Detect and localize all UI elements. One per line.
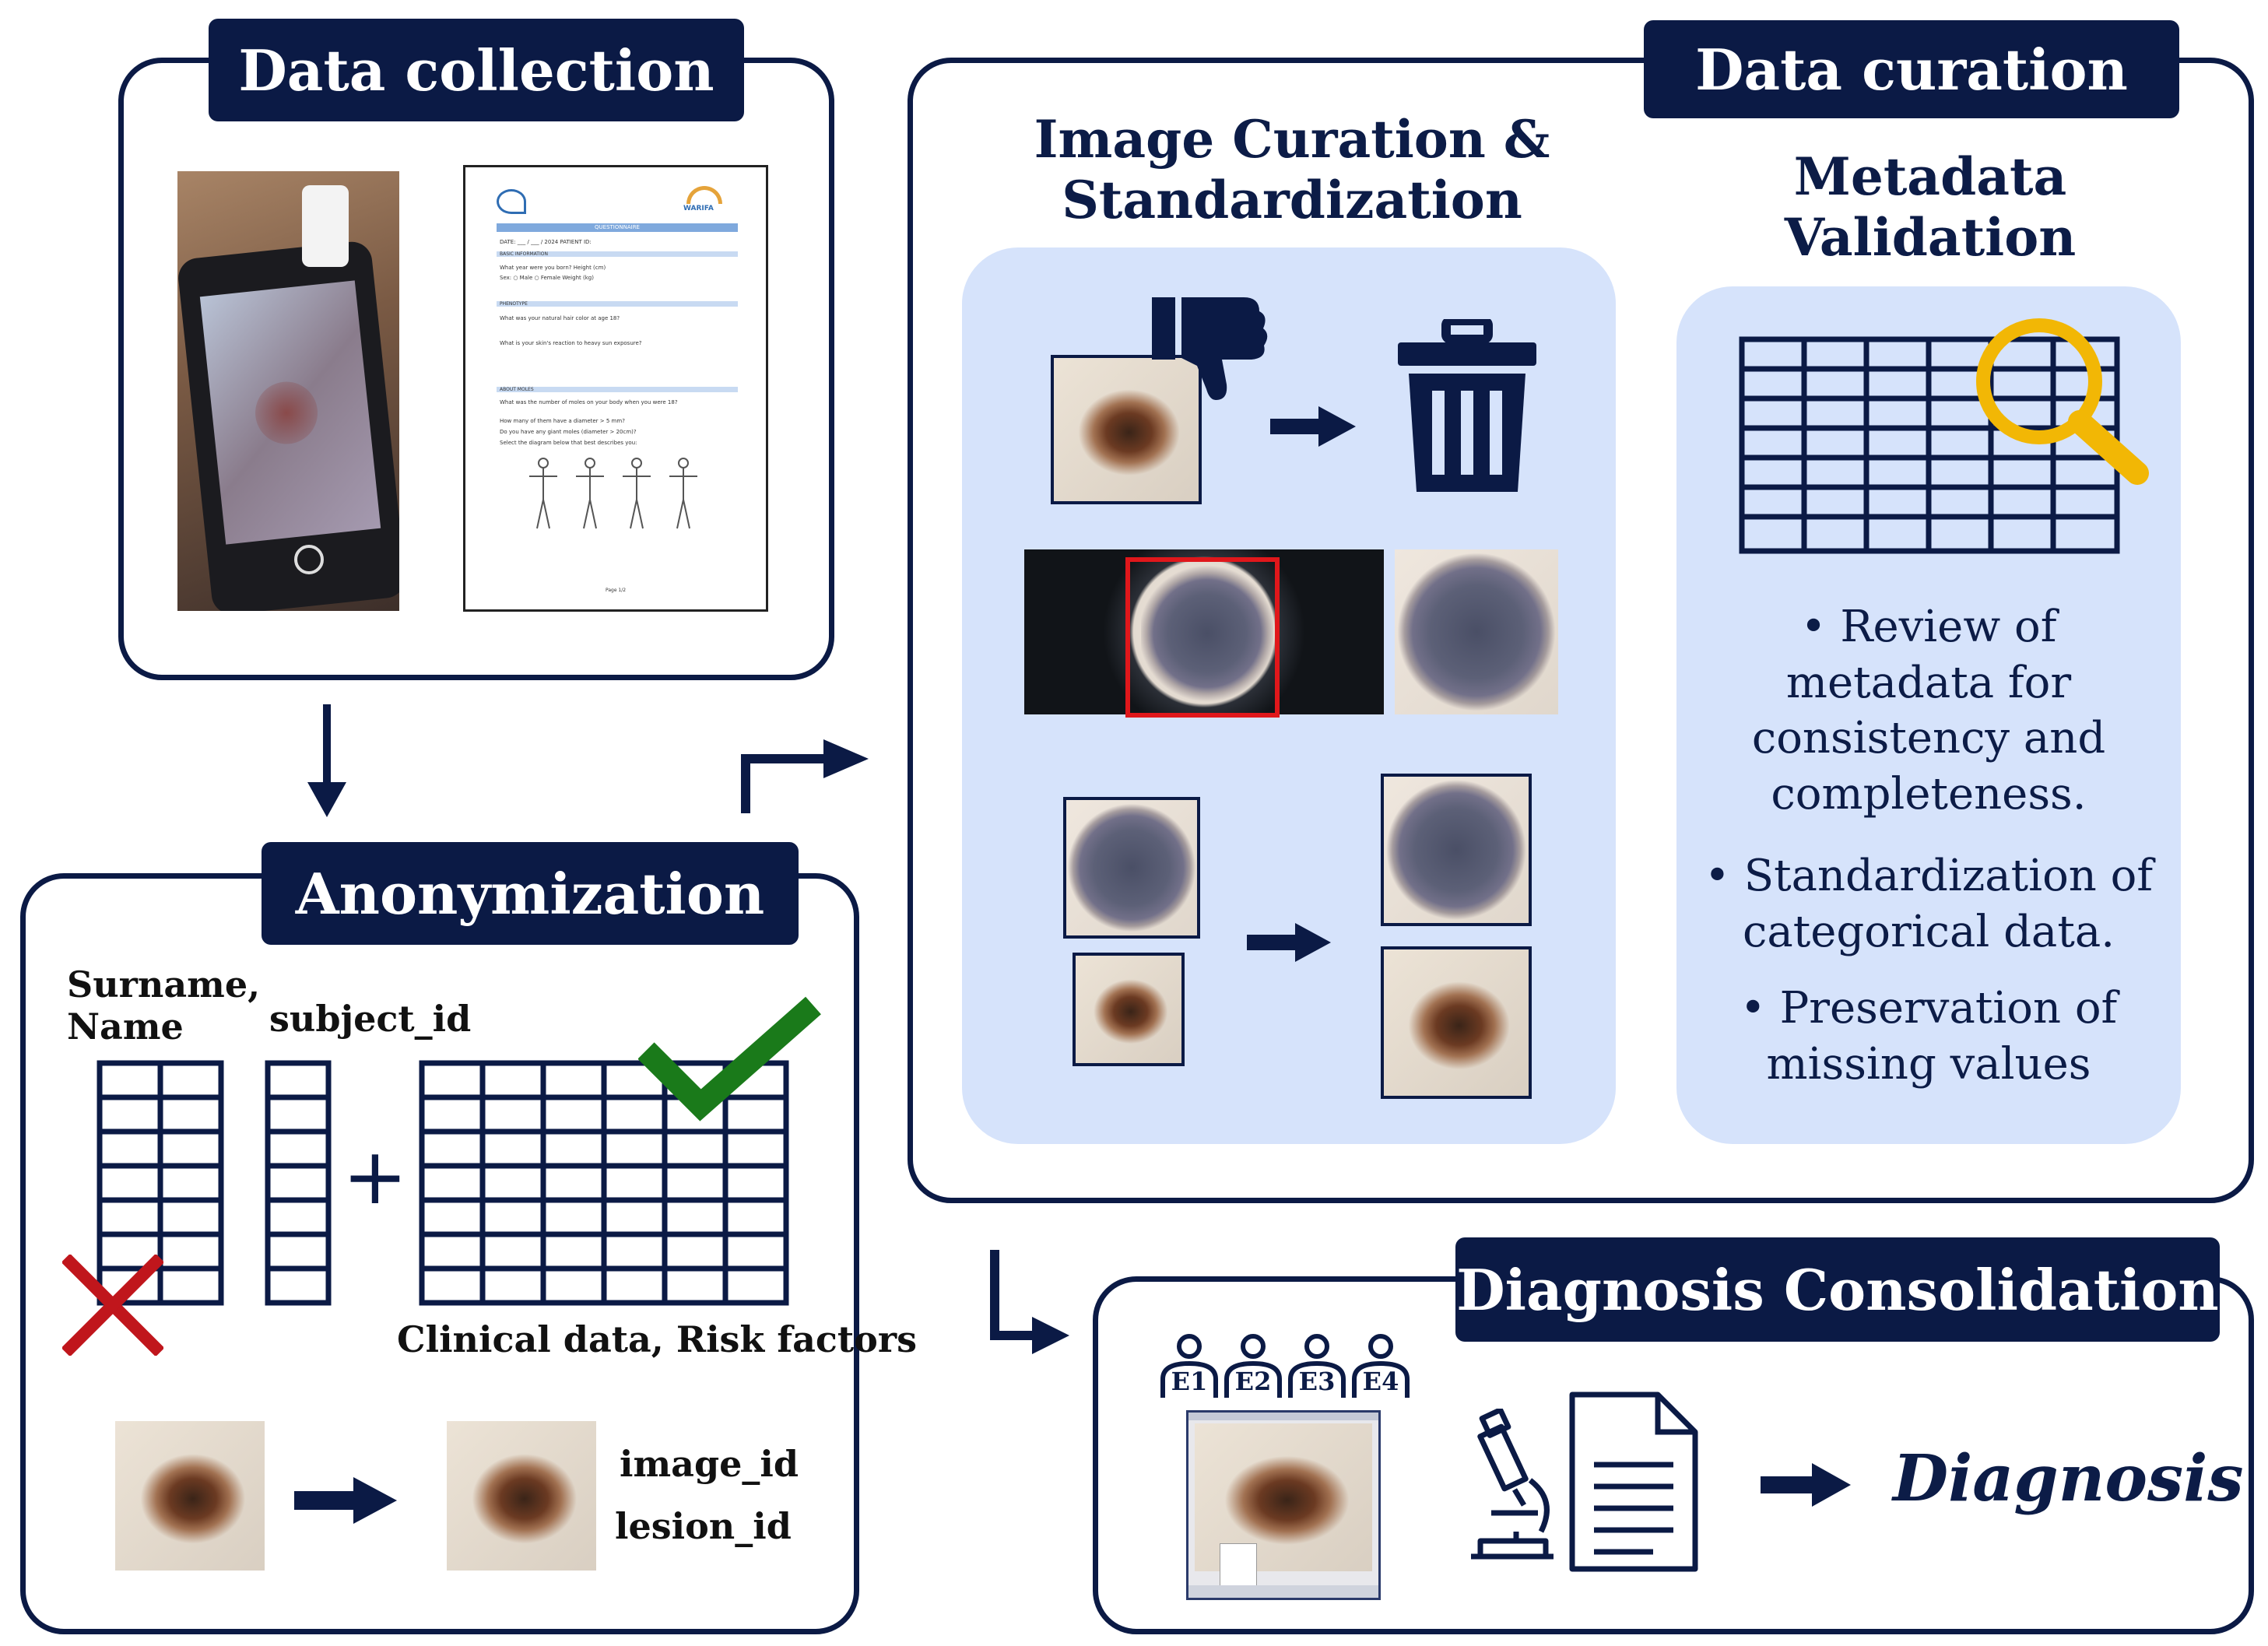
body-diagram-icons [529,458,697,529]
bullet-review: • Review of metadata for consistency and… [1689,599,2168,823]
bent-arrow-to-diagnosis [990,1250,1069,1354]
right-arrow-icon [1761,1463,1851,1507]
trash-icon [1398,319,1536,492]
report-document-icon [1569,1392,1698,1572]
unequal-image-large [1063,797,1200,939]
questionnaire-left-logo [497,189,526,214]
questionnaire-title-bar: QUESTIONNAIRE [497,223,738,232]
expert-E4: E4 [1350,1332,1412,1399]
questionnaire-line-1: BASIC INFORMATION [500,251,548,257]
person-icon [1352,1334,1410,1398]
phone-photo [177,171,399,611]
questionnaire-section-bar [497,387,738,392]
bullet-review-line2: metadata for [1785,657,2072,708]
viewer-bottom-bar [1188,1585,1378,1598]
clinical-data-label: Clinical data, Risk factors [397,1318,917,1360]
questionnaire-document: WARIFA QUESTIONNAIRE DATE: ___ / ___ / 2… [463,165,768,612]
thumbs-down-icon [1152,297,1268,400]
questionnaire-footer: Page 1/2 [606,588,627,593]
phone-screen-lesion [252,378,321,447]
bullet-review-line1: • Review of [1800,602,2057,652]
standardized-image-1 [1381,774,1532,926]
diagnosis-viewer-screenshot [1186,1410,1381,1600]
bent-arrow-to-curation [741,739,869,813]
bullet-review-line3: consistency and [1751,713,2106,764]
questionnaire-section-bar [497,301,738,307]
crop-box [1125,557,1280,718]
name-label: Name [67,1005,184,1048]
questionnaire-gauge-icon [686,186,722,204]
bullet-preservation: • Preservation of missing values [1689,981,2168,1092]
expert-E3: E3 [1286,1332,1348,1399]
phone-screen [199,280,381,545]
questionnaire-line-2: What year were you born? Height (cm) [500,265,606,271]
lesion-image-original [115,1421,265,1571]
magnifier-icon [1976,318,2149,485]
lesion-image-anonymized [447,1421,596,1571]
dermoscopy-lesion [1141,562,1273,705]
expert-label: E3 [1298,1367,1336,1396]
questionnaire-line-11: Select the diagram below that best descr… [500,440,637,446]
lesion-id-label: lesion_id [615,1505,792,1547]
bullet-review-line4: completeness. [1771,769,2087,820]
questionnaire-logo-text: WARIFA [683,205,714,212]
clinical-data-table [419,1060,789,1306]
expert-label: E1 [1171,1367,1208,1396]
bullet-standardization-line2: categorical data. [1742,906,2115,957]
questionnaire-line-9: How many of them have a diameter > 5 mm? [500,418,625,424]
camera-shutter-icon [294,545,324,574]
questionnaire-section-bar [497,251,738,257]
expert-label: E4 [1362,1367,1399,1396]
viewer-titlebar [1188,1413,1378,1420]
microscope-icon [1471,1409,1554,1560]
questionnaire-line-0: DATE: ___ / ___ / 2024 PATIENT ID: [500,239,592,245]
bullet-standardization-line1: • Standardization of [1704,851,2154,901]
questionnaire-line-6: What is your skin's reaction to heavy su… [500,340,642,346]
questionnaire-line-7: ABOUT MOLES [500,387,534,392]
questionnaire-line-3: Sex: ○ Male ○ Female Weight (kg) [500,275,594,281]
data-curation-title: Data curation [1644,20,2179,118]
dermoscopy-full-image [1024,549,1384,714]
metadata-heading-line1: Metadata [1793,146,2067,207]
expert-E1: E1 [1158,1332,1220,1399]
subject-id-label: subject_id [269,998,472,1040]
surname-label: Surname, [67,963,261,1005]
right-arrow-icon [294,1477,397,1524]
viewer-dropdown-menu [1220,1543,1257,1588]
questionnaire-line-10: Do you have any giant moles (diameter > … [500,429,637,435]
person-icon [1160,1334,1218,1398]
check-icon [638,996,821,1121]
diagnosis-result: Diagnosis [1893,1441,2244,1516]
diagnosis-title: Diagnosis Consolidation [1455,1237,2220,1342]
remove-cross-icon [62,1255,163,1356]
image-curation-heading-line1: Image Curation & [1034,109,1550,170]
dermatoscope-clip [302,185,349,267]
metadata-heading-line2: Validation [1784,207,2077,268]
subject-id-table [265,1060,332,1306]
image-curation-heading-line2: Standardization [1062,170,1522,230]
rejected-lesion-image [1051,355,1202,504]
unequal-image-small [1073,953,1185,1066]
bullet-standardization: • Standardization of categorical data. [1689,848,2168,960]
image-id-label: image_id [620,1443,799,1485]
down-arrow [307,704,346,817]
right-arrow-icon [1270,406,1356,447]
metadata-table-icon [1739,336,2120,554]
expert-label: E2 [1234,1367,1272,1396]
questionnaire-line-5: What was your natural hair color at age … [500,315,620,321]
person-icon [1224,1334,1282,1398]
data-collection-title: Data collection [209,19,744,121]
anonymization-title: Anonymization [262,842,799,945]
person-icon [1288,1334,1346,1398]
standardized-image-2 [1381,946,1532,1099]
right-arrow-icon [1247,923,1331,962]
cropped-lesion-image [1395,549,1558,714]
questionnaire-line-8: What was the number of moles on your bod… [500,399,678,405]
bullet-preservation-line1: • Preservation of [1740,983,2118,1034]
questionnaire-line-4: PHENOTYPE [500,301,528,307]
plus-sign: + [342,1131,408,1222]
expert-E2: E2 [1222,1332,1284,1399]
bullet-preservation-line2: missing values [1766,1038,2091,1090]
